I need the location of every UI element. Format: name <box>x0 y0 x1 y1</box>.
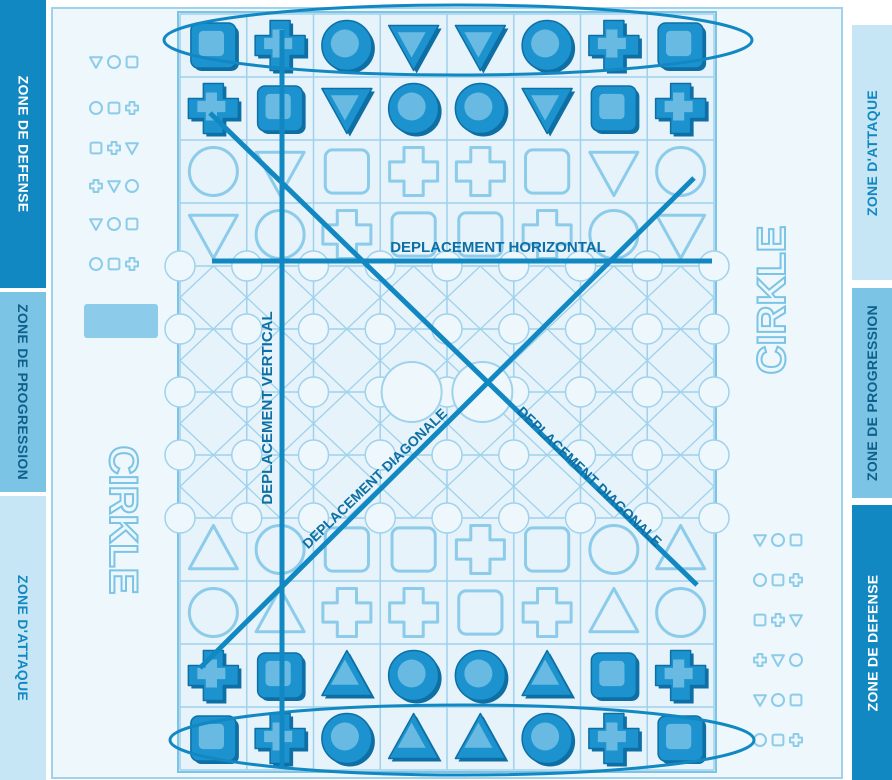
network-node <box>699 251 729 281</box>
piece-highlight <box>599 94 624 119</box>
network-node <box>699 314 729 344</box>
network-node <box>699 440 729 470</box>
network-node <box>499 440 529 470</box>
piece-highlight <box>331 723 359 751</box>
network-node <box>566 377 596 407</box>
network-node <box>165 314 195 344</box>
piece-highlight <box>464 93 492 121</box>
network-node <box>165 377 195 407</box>
label-vertical: DEPLACEMENT VERTICAL <box>259 311 276 504</box>
network-node <box>299 314 329 344</box>
piece-highlight <box>331 30 359 58</box>
network-node <box>299 251 329 281</box>
network-node <box>566 503 596 533</box>
network-node <box>632 314 662 344</box>
label-horizontal: DEPLACEMENT HORIZONTAL <box>390 239 606 256</box>
network-node <box>165 251 195 281</box>
network-node <box>632 440 662 470</box>
piece-highlight <box>599 661 624 686</box>
network-node <box>432 440 462 470</box>
brand-logo-right: CIRKLE <box>750 226 794 375</box>
square-piece <box>591 653 639 701</box>
network-node <box>365 314 395 344</box>
network-node <box>232 503 262 533</box>
piece-highlight <box>666 31 691 56</box>
piece-highlight <box>464 660 492 688</box>
piece-highlight <box>398 660 426 688</box>
piece-highlight <box>531 30 559 58</box>
center-circle-large <box>452 362 512 422</box>
brand-logo-left: CIRKLE <box>101 446 145 595</box>
piece-highlight <box>266 661 291 686</box>
panel-badge <box>84 304 158 338</box>
network-node <box>632 251 662 281</box>
network-node <box>232 377 262 407</box>
piece-highlight <box>266 94 291 119</box>
network-node <box>699 377 729 407</box>
network-node <box>632 377 662 407</box>
network-node <box>232 314 262 344</box>
piece-highlight <box>666 724 691 749</box>
piece-highlight <box>199 31 224 56</box>
network-node <box>566 314 596 344</box>
piece-highlight <box>199 724 224 749</box>
network-node <box>699 503 729 533</box>
piece-highlight <box>531 723 559 751</box>
network-node <box>299 377 329 407</box>
network-node <box>432 503 462 533</box>
square-piece <box>591 86 639 134</box>
network-node <box>499 503 529 533</box>
network-node <box>365 503 395 533</box>
network-node <box>299 440 329 470</box>
network-node <box>232 440 262 470</box>
piece-highlight <box>398 93 426 121</box>
network-node <box>165 503 195 533</box>
square-piece <box>191 716 239 764</box>
network-node <box>165 440 195 470</box>
network-node <box>232 251 262 281</box>
square-piece <box>658 716 706 764</box>
network-node <box>499 314 529 344</box>
